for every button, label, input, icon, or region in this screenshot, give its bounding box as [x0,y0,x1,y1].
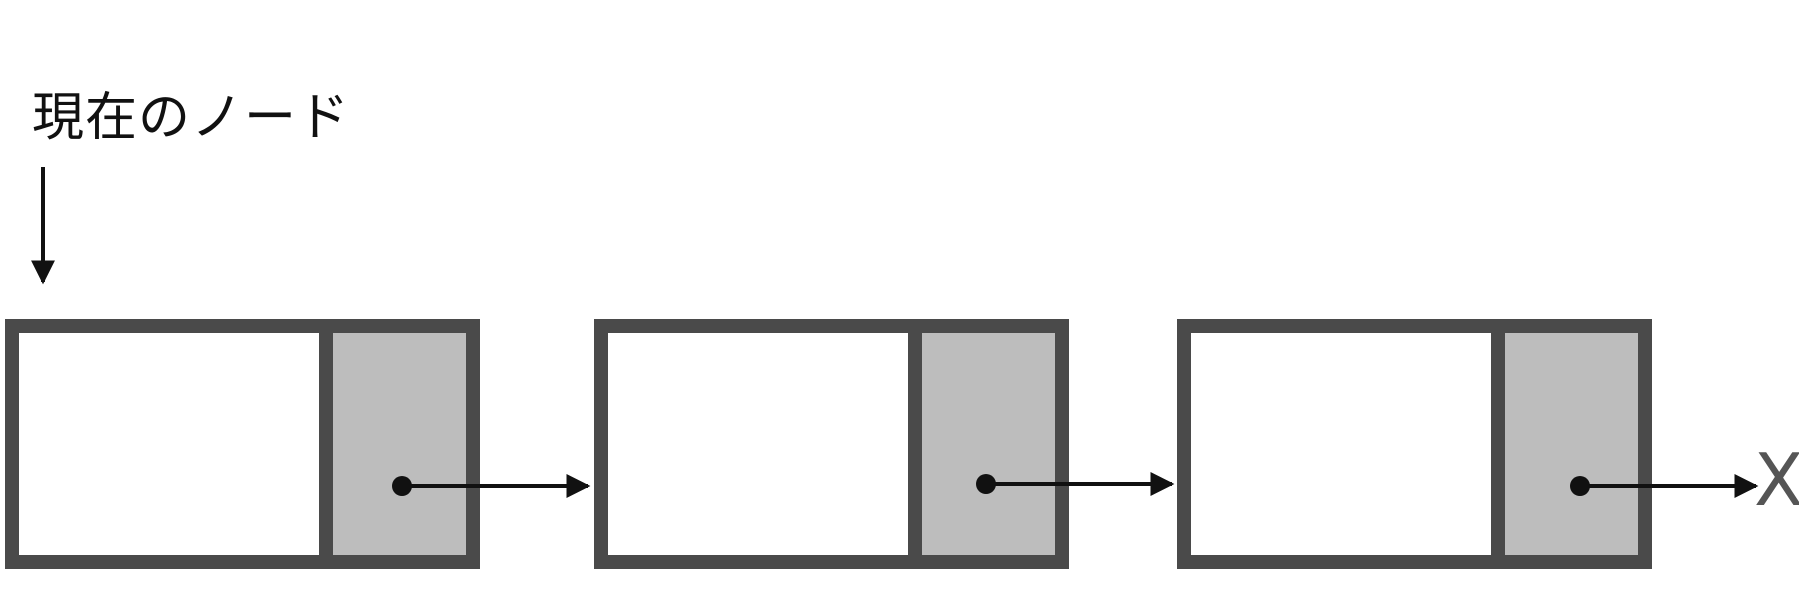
node-1-pointer-field [319,319,480,569]
node-1-data-field [5,319,333,569]
list-node-2 [594,319,1175,569]
node-3-data-field [1177,319,1505,569]
list-node-3 [1177,319,1759,569]
node-2-data-field [594,319,922,569]
current-node-label: 現在のノード [32,88,351,148]
node-2-pointer-field [908,319,1069,569]
list-node-1 [5,319,591,569]
node-3-pointer-field [1491,319,1652,569]
null-terminator-label: X [1754,438,1799,522]
